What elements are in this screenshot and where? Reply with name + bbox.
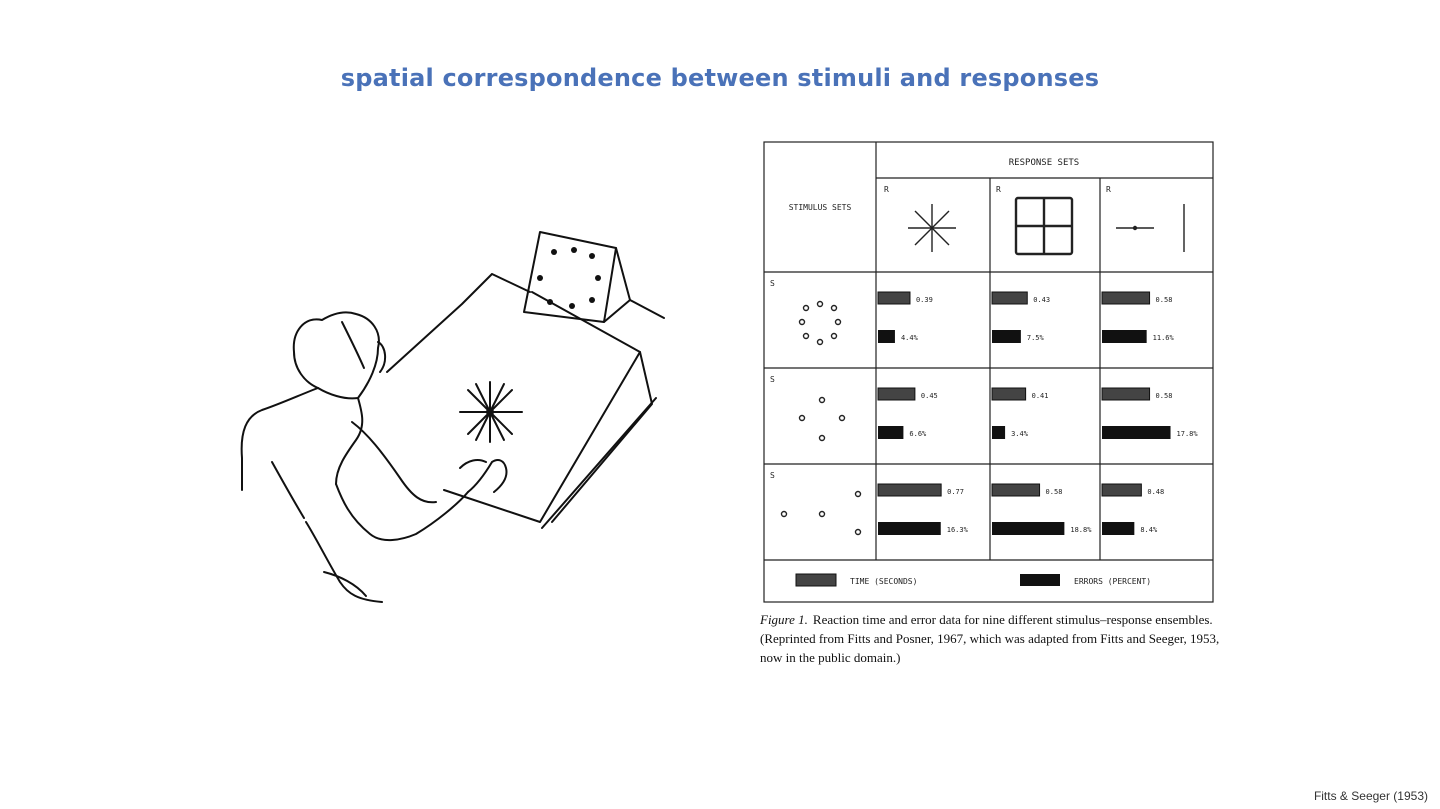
time-bar bbox=[877, 387, 916, 401]
apparatus-illustration bbox=[240, 231, 665, 603]
bars-layer: 0.39 4.4% 0.43 7.5% 0.58 11.6% 0.45 6.6% 0.41 3.4… bbox=[877, 291, 1199, 535]
time-bar bbox=[1101, 291, 1151, 305]
stimulus-label-a: S bbox=[770, 279, 775, 288]
error-value-label: 16.3% bbox=[947, 526, 969, 534]
slide-title: spatial correspondence between stimuli a… bbox=[340, 64, 1100, 92]
response-sets-header: RESPONSE SETS bbox=[1009, 158, 1079, 168]
figure-frame bbox=[763, 141, 1214, 603]
time-value-label: 0.45 bbox=[921, 392, 938, 400]
error-bar bbox=[1102, 330, 1147, 343]
error-value-label: 18.8% bbox=[1070, 526, 1092, 534]
legend-errors-label: ERRORS (PERCENT) bbox=[1074, 577, 1151, 586]
error-bar bbox=[1102, 522, 1135, 535]
stimulus-sets-header: STIMULUS SETS bbox=[789, 203, 852, 212]
error-value-label: 17.8% bbox=[1177, 430, 1199, 438]
time-value-label: 0.58 bbox=[1046, 488, 1063, 496]
time-value-label: 0.58 bbox=[1156, 392, 1173, 400]
time-bar bbox=[991, 483, 1041, 497]
error-value-label: 8.4% bbox=[1140, 526, 1158, 534]
time-value-label: 0.77 bbox=[947, 488, 964, 496]
error-bar bbox=[992, 522, 1065, 535]
error-value-label: 3.4% bbox=[1011, 430, 1029, 438]
person bbox=[240, 311, 508, 603]
error-bar bbox=[878, 330, 895, 343]
caption-lead: Figure 1. bbox=[760, 612, 808, 627]
response-icon-grid bbox=[1014, 196, 1074, 256]
error-bar bbox=[992, 330, 1021, 343]
time-bar bbox=[877, 483, 942, 497]
stimulus-display-box bbox=[523, 231, 631, 323]
time-bar bbox=[1101, 483, 1142, 497]
error-bar bbox=[878, 522, 941, 535]
time-value-label: 0.39 bbox=[916, 296, 933, 304]
stimulus-pattern-a bbox=[798, 300, 842, 346]
stimulus-pattern-c bbox=[780, 490, 862, 536]
time-bar bbox=[877, 291, 911, 305]
citation-credit: Fitts & Seeger (1953) bbox=[1313, 789, 1428, 803]
time-value-label: 0.41 bbox=[1032, 392, 1049, 400]
response-label-c: R bbox=[1106, 185, 1111, 194]
legend-errors-swatch bbox=[1020, 574, 1060, 586]
response-star bbox=[459, 381, 523, 443]
error-bar bbox=[992, 426, 1006, 439]
error-value-label: 6.6% bbox=[909, 430, 927, 438]
time-value-label: 0.58 bbox=[1156, 296, 1173, 304]
error-value-label: 4.4% bbox=[901, 334, 919, 342]
error-bar bbox=[878, 426, 904, 439]
stimulus-label-b: S bbox=[770, 375, 775, 384]
time-bar bbox=[1101, 387, 1151, 401]
time-value-label: 0.43 bbox=[1033, 296, 1050, 304]
legend-time-swatch bbox=[795, 573, 837, 587]
figure-caption: Figure 1.Reaction time and error data fo… bbox=[760, 610, 1225, 667]
time-bar bbox=[991, 291, 1028, 305]
response-label-b: R bbox=[996, 185, 1001, 194]
response-label-a: R bbox=[884, 185, 889, 194]
error-value-label: 7.5% bbox=[1027, 334, 1045, 342]
error-bar bbox=[1102, 426, 1171, 439]
stimulus-pattern-b bbox=[798, 396, 846, 442]
sloped-panel bbox=[386, 273, 665, 523]
caption-text: Reaction time and error data for nine di… bbox=[760, 612, 1220, 665]
response-icon-arrows bbox=[1116, 204, 1185, 252]
legend-time-label: TIME (SECONDS) bbox=[850, 577, 917, 586]
stimulus-response-figure: RESPONSE SETS STIMULUS SETS R R R S S S … bbox=[763, 141, 1214, 603]
error-value-label: 11.6% bbox=[1153, 334, 1175, 342]
time-bar bbox=[991, 387, 1027, 401]
stimulus-label-c: S bbox=[770, 471, 775, 480]
response-icon-star bbox=[908, 204, 956, 252]
time-value-label: 0.48 bbox=[1147, 488, 1164, 496]
